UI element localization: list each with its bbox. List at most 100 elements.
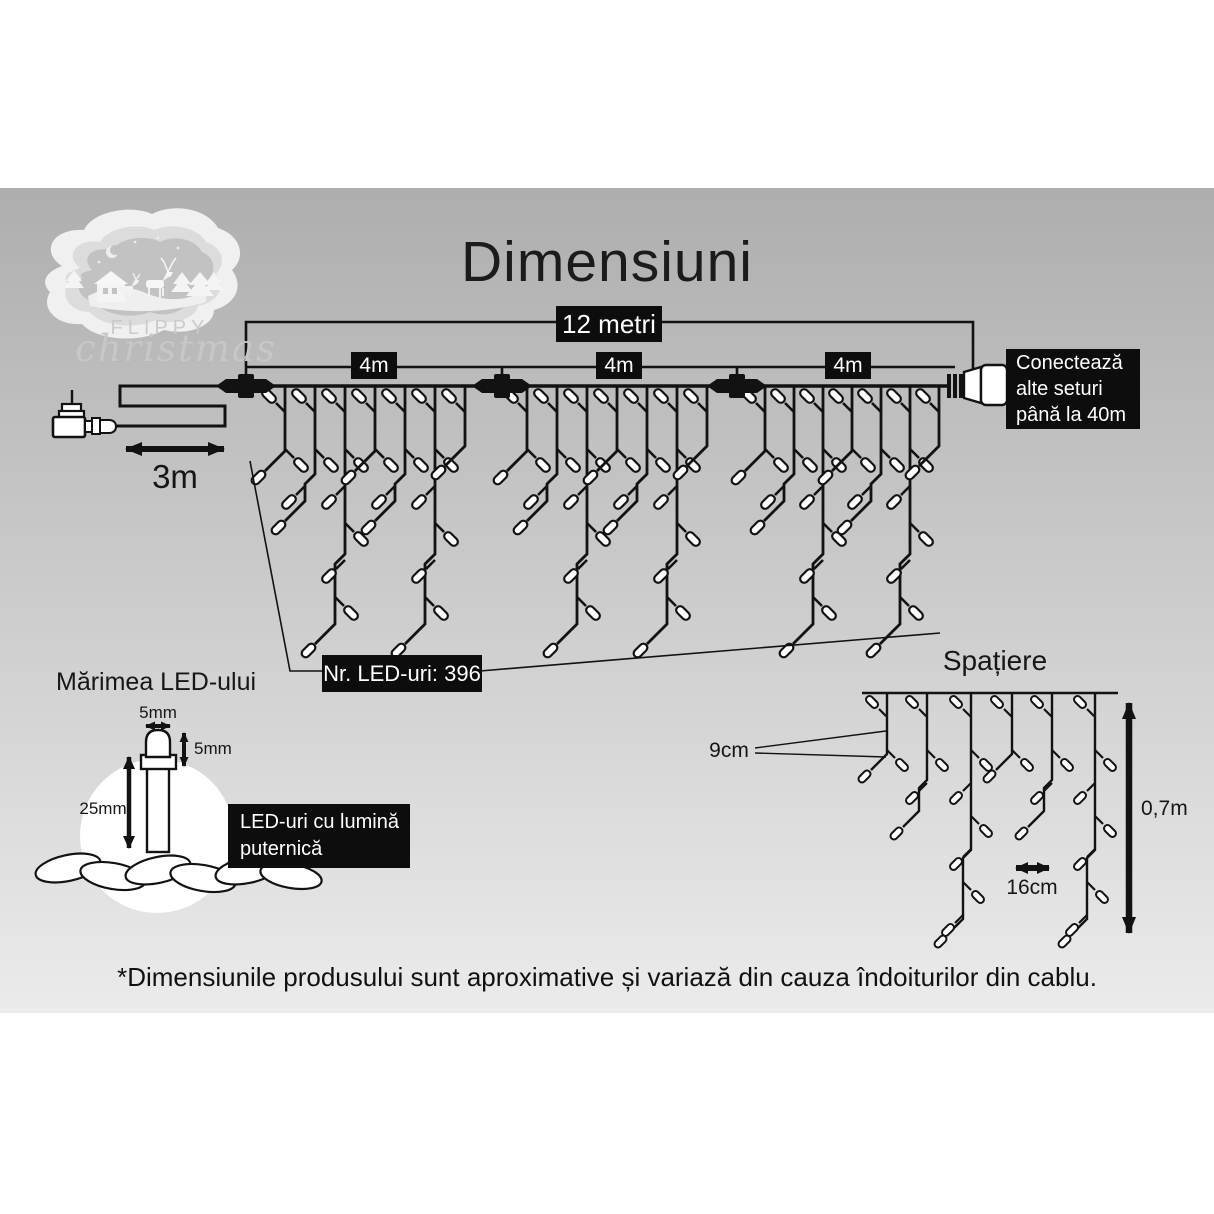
connect-note-badge: Conectează alte seturi până la 40m	[1006, 349, 1140, 429]
led-bulb-icon	[889, 457, 905, 473]
icicle-drop	[300, 386, 369, 659]
led-bulb-icon	[675, 605, 691, 621]
led-bulb-icon	[582, 469, 599, 486]
connect-note-line: Conectează	[1016, 352, 1123, 374]
icicle-drop	[632, 386, 701, 659]
drop-gap-label: 16cm	[1006, 876, 1058, 899]
led-bulb-icon	[865, 695, 879, 709]
wire-connector-icon	[472, 374, 532, 398]
section-length-badge-2: 4m	[596, 352, 642, 379]
led-bulb-icon	[886, 568, 902, 584]
icicle-drop	[542, 386, 611, 659]
trees-icon	[64, 270, 224, 296]
led-bulb-icon	[1073, 695, 1087, 709]
led-bulb-icon	[749, 519, 766, 536]
led-bulb-icon	[905, 695, 919, 709]
led-bulb-icon	[730, 469, 747, 486]
led-bulb-icon	[802, 457, 818, 473]
icicle-drop	[582, 386, 641, 486]
led-bulb-icon	[360, 519, 377, 536]
icicle-drop	[250, 386, 309, 486]
led-bulb-icon	[982, 769, 997, 784]
led-bulb-icon	[1103, 758, 1117, 772]
led-bulb-icon	[321, 388, 337, 404]
led-bulb-icon	[585, 605, 601, 621]
led-bulb-icon	[593, 388, 609, 404]
led-bulb-icon	[1073, 791, 1087, 805]
led-bulb-icon	[433, 605, 449, 621]
power-plug-icon	[51, 384, 246, 439]
led-bulb-icon	[836, 519, 853, 536]
brand-logo-illustration	[45, 208, 241, 339]
icicle-drop	[512, 386, 581, 536]
led-bulb-icon	[935, 758, 949, 772]
footer-disclaimer: *Dimensiunile produsului sunt aproximati…	[117, 962, 1097, 992]
led-note-line: LED-uri cu lumină	[240, 811, 399, 833]
led-bulb-icon	[886, 388, 902, 404]
led-bulb-icon	[340, 469, 357, 486]
bulb-length-label: 25mm	[79, 799, 127, 818]
led-bulb-icon	[655, 457, 671, 473]
icicle-drop	[865, 386, 934, 659]
led-note-badge: LED-uri cu lumină puternică	[228, 804, 410, 868]
section-length-badge-1: 4m	[351, 352, 397, 379]
led-bulb-icon	[512, 519, 529, 536]
led-bulb-icon	[799, 388, 815, 404]
led-bulb-icon	[817, 469, 834, 486]
string-connectors	[216, 374, 767, 398]
led-bulb-icon	[653, 568, 669, 584]
led-note-line: puternică	[240, 838, 323, 860]
led-count-pointer-lines	[249, 460, 941, 672]
led-bulb-icon	[281, 494, 297, 510]
led-bulb-icon	[1095, 890, 1109, 904]
led-bulb-icon	[323, 457, 339, 473]
moon-icon	[106, 245, 120, 258]
led-size-heading: Mărimea LED-ului	[56, 668, 257, 696]
led-bulb-icon	[492, 469, 509, 486]
icicle-drop	[749, 386, 818, 536]
icicle-drop	[857, 693, 909, 784]
stars-icon	[97, 236, 180, 264]
lead-length-label: 3m	[152, 458, 198, 495]
icicle-drops	[250, 386, 941, 659]
led-bulb-icon	[595, 531, 611, 547]
led-bulb-icon	[1020, 758, 1034, 772]
section-length-badge-3: 4m	[825, 352, 871, 379]
led-bulb-icon	[602, 519, 619, 536]
led-bulb-icon	[821, 605, 837, 621]
led-bulb-icon	[685, 531, 701, 547]
led-bulb-icon	[623, 388, 639, 404]
icicle-drop	[904, 386, 941, 481]
led-bulb-icon	[831, 531, 847, 547]
connect-note-line: până la 40m	[1016, 404, 1127, 426]
led-bulb-icon	[886, 494, 902, 510]
led-bulb-icon	[293, 457, 309, 473]
led-bulb-icon	[250, 469, 267, 486]
house-icon	[94, 271, 128, 302]
led-bulb-icon	[683, 388, 699, 404]
led-gap-label: 9cm	[709, 739, 749, 762]
led-bulb-icon	[949, 791, 963, 805]
icicle-drop	[430, 386, 467, 481]
led-bulb-icon	[542, 642, 559, 659]
led-bulb-icon	[949, 857, 963, 871]
led-bulb-icon	[990, 695, 1004, 709]
led-bulb-icon	[321, 494, 337, 510]
led-bulb-icon	[908, 605, 924, 621]
led-bulb-icon	[828, 388, 844, 404]
icicle-drop	[982, 693, 1034, 784]
led-bulb-icon	[1030, 791, 1044, 805]
led-count-badge: Nr. LED-uri: 396	[322, 655, 482, 692]
led-bulb-icon	[1030, 695, 1044, 709]
spacing-icicle-drops	[857, 693, 1117, 949]
icicle-drop	[933, 693, 993, 949]
led-bulb-icon	[979, 824, 993, 838]
led-bulb-icon	[895, 758, 909, 772]
led-bulb-icon	[653, 494, 669, 510]
led-bulb-icon	[865, 642, 882, 659]
led-bulb-icon	[533, 388, 549, 404]
page-title: Dimensiuni	[461, 230, 753, 294]
wire-connector-icon	[707, 374, 767, 398]
